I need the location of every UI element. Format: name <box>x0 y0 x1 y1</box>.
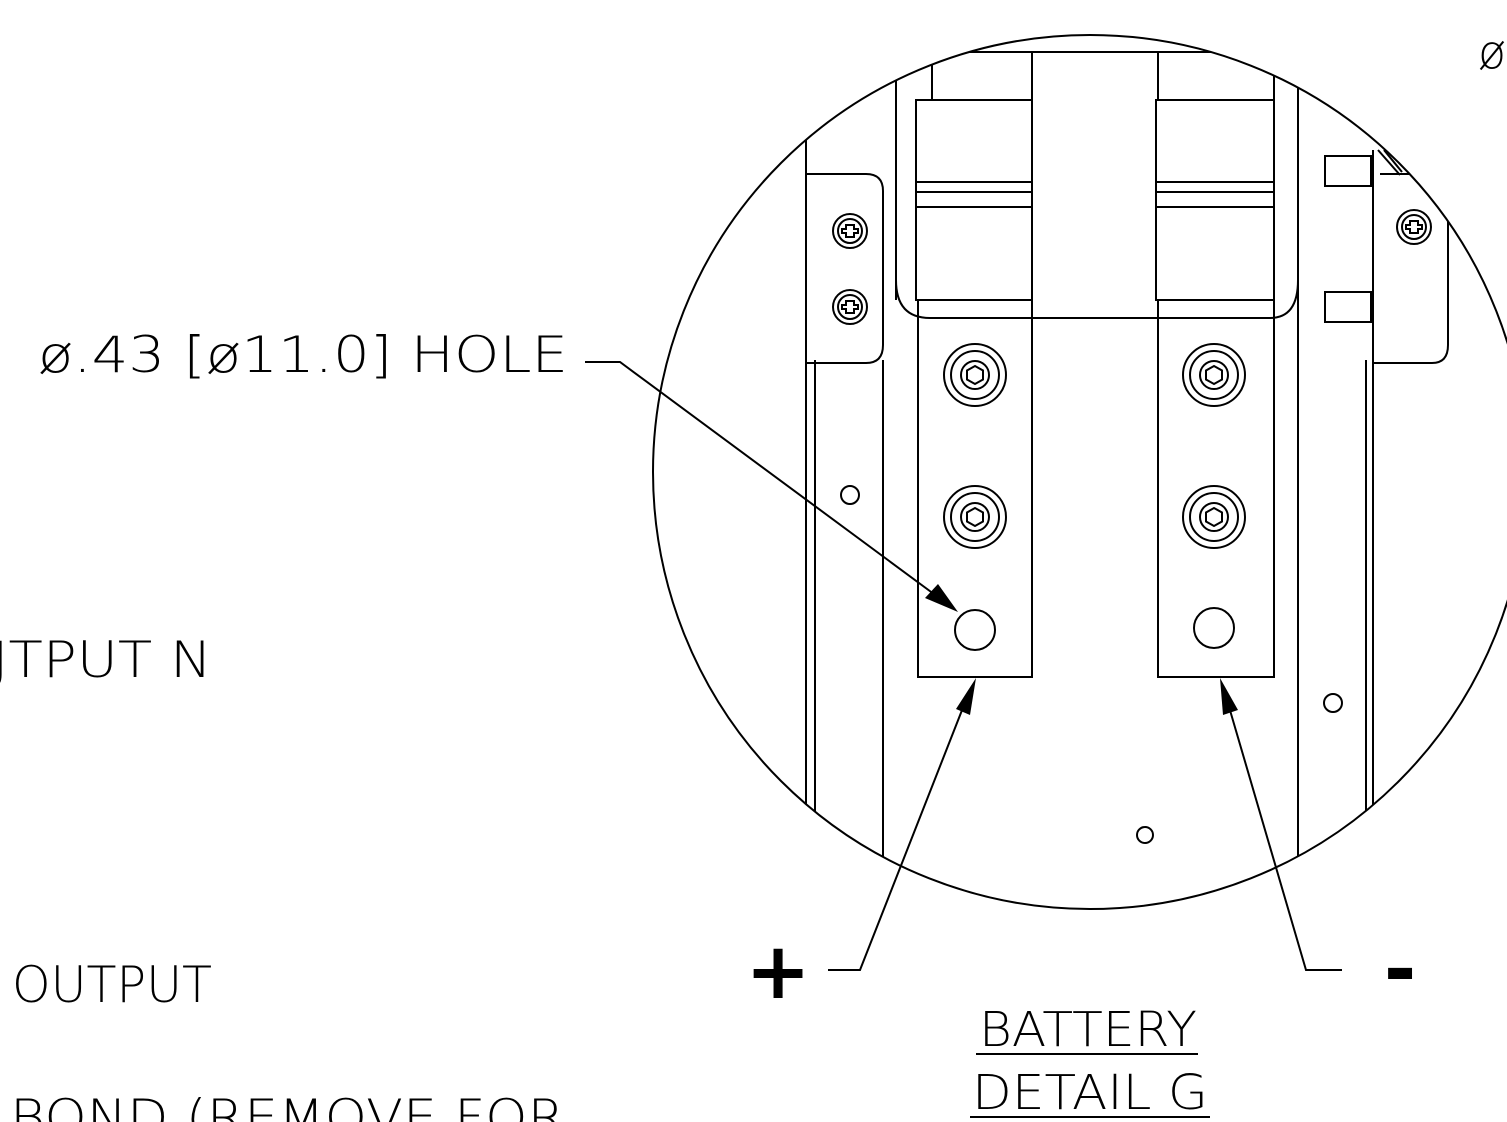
negative-busbar <box>1157 299 1275 678</box>
detail-internals <box>805 35 1449 909</box>
hex-bolt-icon <box>943 485 1007 549</box>
output-label: OUTPUT <box>12 956 212 1014</box>
phillips-screw-icon <box>832 213 868 249</box>
negative-terminal-hole <box>1193 607 1235 649</box>
bond-label: BOND (REMOVE FOR <box>10 1089 565 1122</box>
output-n-label: JTPUT N <box>0 631 212 689</box>
hex-bolt-icon <box>1182 343 1246 407</box>
hole-callout-leader <box>585 361 958 612</box>
positive-busbar <box>917 299 1033 678</box>
hex-bolt-icon <box>943 343 1007 407</box>
detail-title-line2: DETAIL G <box>972 1065 1208 1121</box>
hex-bolt-icon <box>1182 485 1246 549</box>
phillips-screw-icon <box>1396 209 1432 245</box>
detail-circle <box>652 34 1507 910</box>
phillips-screw-icon <box>832 289 868 325</box>
left-busbar-clamp <box>915 99 1033 301</box>
plus-leader <box>828 678 976 971</box>
minus-terminal-label: - <box>1384 925 1416 1015</box>
positive-terminal-hole <box>954 609 996 651</box>
plus-terminal-label: + <box>745 927 810 1017</box>
hole-callout-label: ø.43 [ø11.0] HOLE <box>38 326 568 384</box>
minus-leader <box>1220 678 1342 971</box>
phi-label: ø <box>1478 25 1506 79</box>
detail-title-line1: BATTERY <box>979 1002 1197 1058</box>
right-busbar-clamp <box>1155 99 1275 301</box>
